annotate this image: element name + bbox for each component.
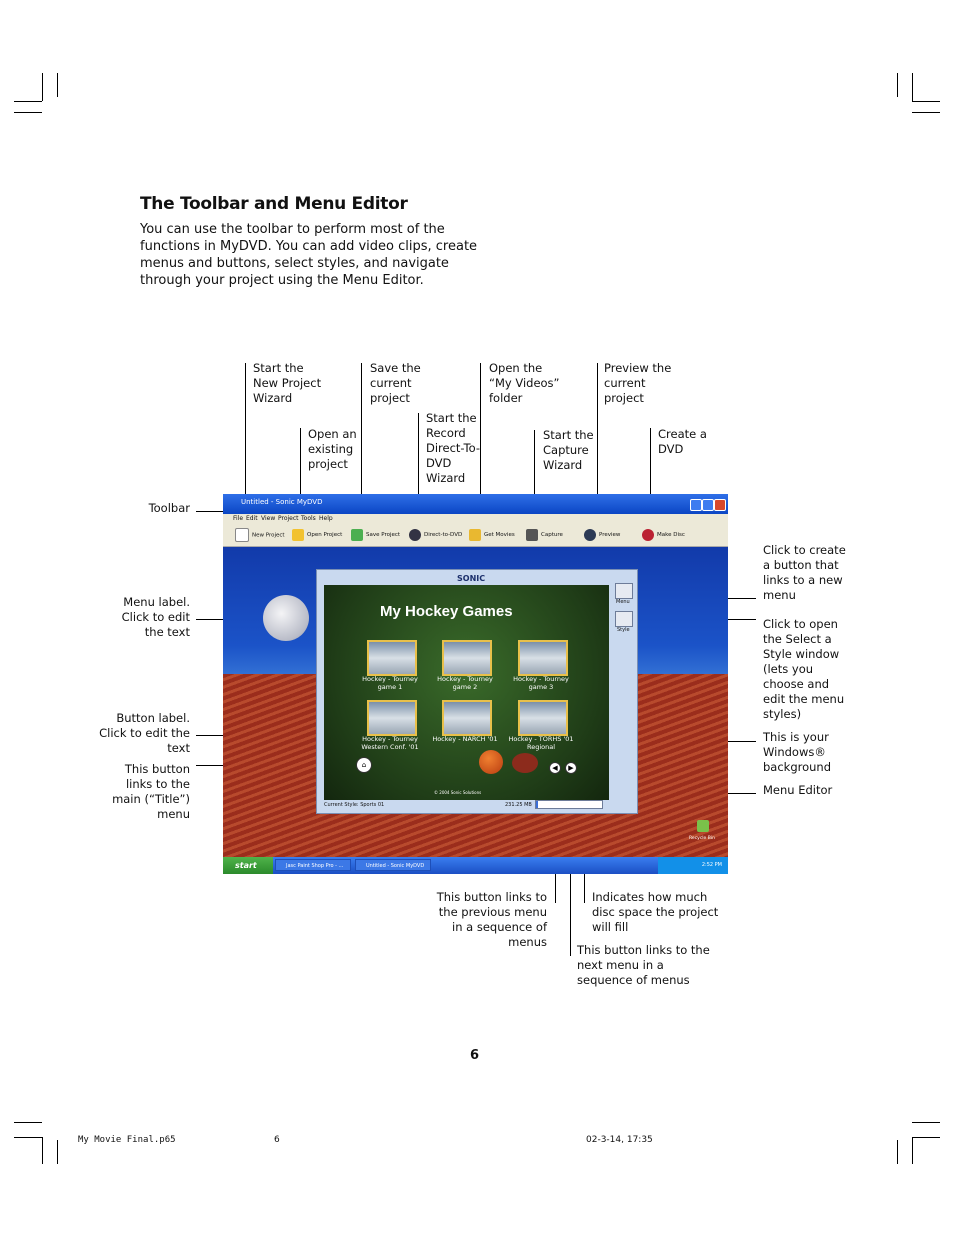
menu-title-label[interactable]: My Hockey Games [380, 603, 513, 620]
moon-image [263, 595, 309, 641]
callout-menu-editor: Menu Editor [763, 783, 833, 797]
make-disc-button[interactable]: Make Disc [642, 528, 685, 542]
save-project-button[interactable]: Save Project [351, 528, 400, 542]
basketball-icon [479, 750, 503, 774]
start-button[interactable]: start [223, 857, 273, 874]
section-heading: The Toolbar and Menu Editor [140, 194, 408, 214]
menu-bar: File Edit View Project Tools Help [223, 514, 728, 524]
brand-logo: SONIC [457, 574, 486, 583]
taskbar-item[interactable]: Jasc Paint Shop Pro - ... [275, 859, 351, 871]
mydvd-screenshot: Untitled - Sonic MyDVD File Edit View Pr… [223, 494, 728, 874]
create-menu-button[interactable] [615, 583, 633, 599]
menu-edit[interactable]: Edit [246, 515, 258, 522]
disc-record-icon [409, 528, 421, 541]
direct-to-dvd-button[interactable]: Direct-to-DVD [409, 528, 462, 542]
footer-page: 6 [274, 1135, 280, 1145]
thumbnail-button[interactable] [442, 640, 492, 676]
window-title: Untitled - Sonic MyDVD [241, 498, 323, 506]
button-label[interactable]: Hockey - NARCH '01 [432, 735, 498, 743]
menu-file[interactable]: File [233, 515, 244, 522]
disc-space-fill [536, 801, 538, 808]
callout-toolbar: Toolbar [148, 501, 190, 515]
thumbnail-button[interactable] [518, 640, 568, 676]
close-icon[interactable] [714, 499, 726, 511]
save-icon [351, 528, 363, 541]
window-titlebar: Untitled - Sonic MyDVD [223, 494, 728, 514]
page-number: 6 [470, 1048, 480, 1063]
thumbnail-button[interactable] [367, 700, 417, 736]
disc-size-readout: 231.25 MB [505, 802, 532, 808]
select-style-button[interactable] [615, 611, 633, 627]
toolbar: New Project Open Project Save Project Di… [223, 524, 728, 547]
open-folder-icon [292, 528, 304, 541]
new-project-button[interactable]: New Project [235, 528, 285, 542]
style-button-label: Style [617, 627, 630, 633]
burn-disc-icon [642, 528, 654, 541]
previous-menu-button[interactable]: ◀ [549, 762, 561, 774]
recycle-bin-label: Recycle Bin [689, 836, 715, 841]
play-icon [584, 528, 596, 541]
recycle-bin-icon[interactable] [697, 820, 709, 832]
minimize-icon[interactable] [690, 499, 702, 511]
copyright-text: © 2004 Sonic Solutions [434, 790, 482, 795]
maximize-icon[interactable] [702, 499, 714, 511]
clock: 2:52 PM [701, 862, 722, 868]
open-project-button[interactable]: Open Project [292, 528, 342, 542]
footer-date: 02-3-14, 17:35 [586, 1135, 653, 1145]
windows-taskbar: start Jasc Paint Shop Pro - ... Untitled… [223, 857, 728, 874]
system-tray: 2:52 PM [658, 857, 728, 874]
title-menu-button[interactable]: ⌂ [356, 757, 372, 773]
current-style-status: Current Style: Sports 01 [324, 802, 385, 808]
footer-filename: My Movie Final.p65 [78, 1135, 176, 1145]
thumbnail-button[interactable] [367, 640, 417, 676]
thumbnail-button[interactable] [442, 700, 492, 736]
menu-help[interactable]: Help [319, 515, 333, 522]
menu-project[interactable]: Project [278, 515, 299, 522]
callout-my-videos: Open the“My Videos”folder [489, 361, 560, 405]
taskbar-item[interactable]: Untitled - Sonic MyDVD [355, 859, 431, 871]
camera-icon [526, 528, 538, 541]
next-menu-button[interactable]: ▶ [565, 762, 577, 774]
folder-film-icon [469, 528, 481, 541]
disc-space-meter [535, 800, 603, 809]
capture-button[interactable]: Capture [526, 528, 563, 542]
new-document-icon [235, 528, 249, 542]
menu-button-label: Menu [616, 599, 630, 605]
get-movies-button[interactable]: Get Movies [469, 528, 515, 542]
glove-icon [512, 753, 538, 773]
menu-view[interactable]: View [261, 515, 276, 522]
thumbnail-button[interactable] [518, 700, 568, 736]
preview-button[interactable]: Preview [584, 528, 620, 542]
menu-tools[interactable]: Tools [301, 515, 316, 522]
intro-paragraph: You can use the toolbar to perform most … [140, 222, 478, 288]
